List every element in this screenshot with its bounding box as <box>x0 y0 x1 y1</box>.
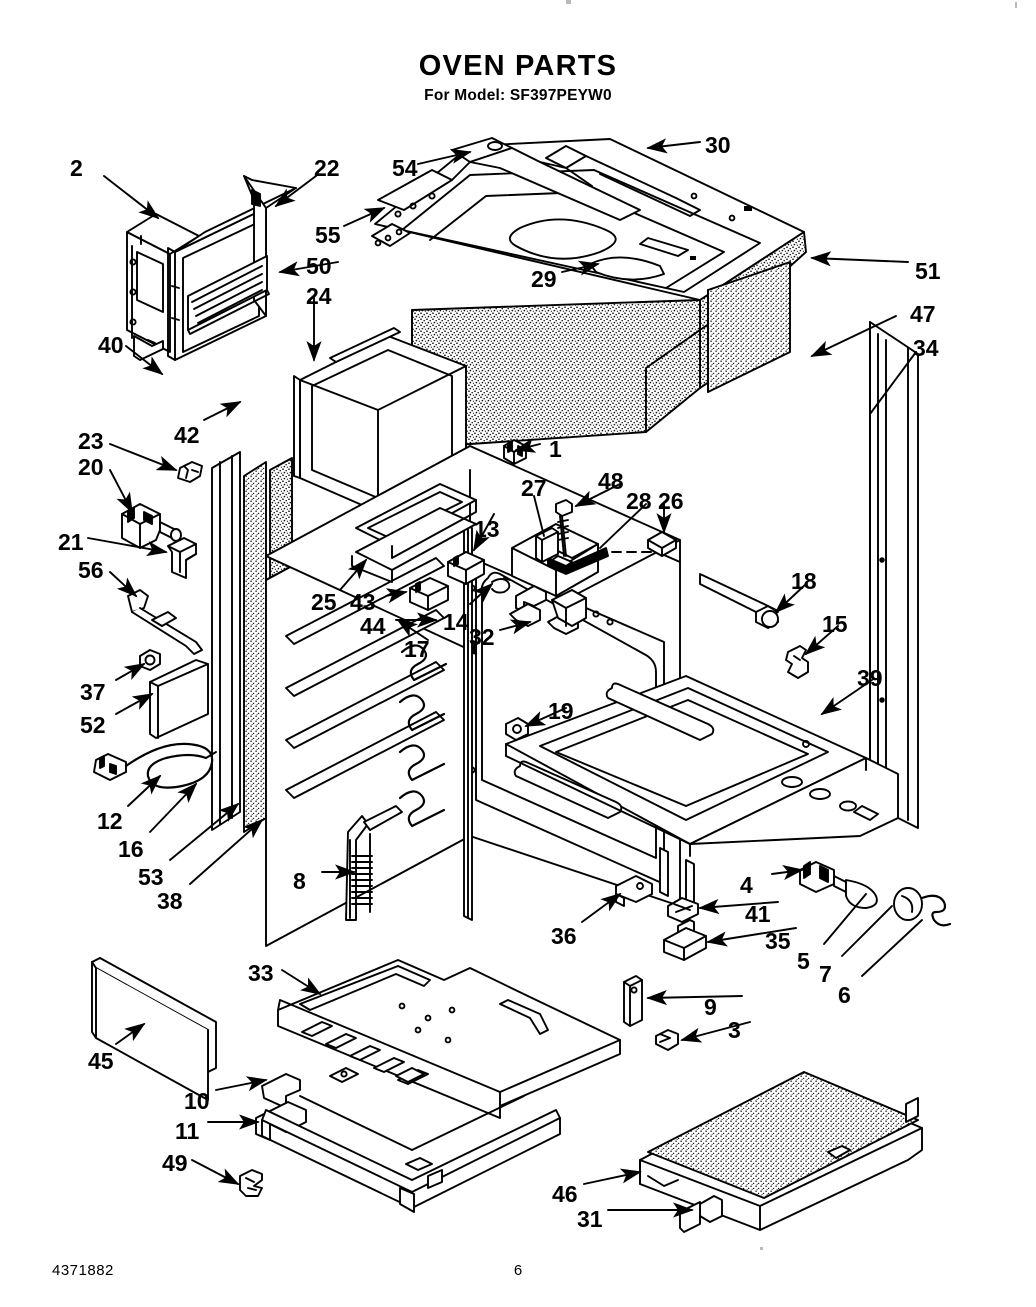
callout-42: 42 <box>174 422 200 448</box>
callout-37: 37 <box>80 679 106 705</box>
callout-55: 55 <box>315 222 341 248</box>
callout-28: 28 <box>626 488 652 514</box>
callout-33: 33 <box>248 960 274 986</box>
callout-3: 3 <box>728 1017 741 1043</box>
callout-19: 19 <box>548 698 574 724</box>
callout-26: 26 <box>658 488 684 514</box>
scan-artifact <box>1015 2 1017 8</box>
callout-1: 1 <box>549 436 562 462</box>
callout-24: 24 <box>306 283 332 309</box>
callout-43: 43 <box>350 589 376 615</box>
callout-35: 35 <box>765 928 791 954</box>
callout-21: 21 <box>58 529 84 555</box>
page-subtitle: For Model: SF397PEYW0 <box>424 87 612 104</box>
callout-27: 27 <box>521 475 547 501</box>
callout-16: 16 <box>118 836 144 862</box>
callout-40: 40 <box>98 332 124 358</box>
callout-52: 52 <box>80 712 106 738</box>
scan-artifact <box>760 1247 763 1250</box>
callout-14: 14 <box>443 609 469 635</box>
callout-20: 20 <box>78 454 104 480</box>
callout-17: 17 <box>404 636 430 662</box>
callout-4: 4 <box>740 872 753 898</box>
callout-47: 47 <box>910 301 936 327</box>
callout-54: 54 <box>392 155 418 181</box>
callout-50: 50 <box>306 253 332 279</box>
callout-6: 6 <box>838 982 851 1008</box>
callout-13: 13 <box>474 516 500 542</box>
callout-23: 23 <box>78 428 104 454</box>
callout-41: 41 <box>745 901 771 927</box>
callout-2: 2 <box>70 155 83 181</box>
callout-18: 18 <box>791 568 817 594</box>
callout-36: 36 <box>551 923 577 949</box>
callout-46: 46 <box>552 1181 578 1207</box>
callout-5: 5 <box>797 948 810 974</box>
callout-44: 44 <box>360 613 386 639</box>
callout-25: 25 <box>311 589 337 615</box>
callout-10: 10 <box>184 1088 210 1114</box>
callout-31: 31 <box>577 1206 603 1232</box>
callout-11: 11 <box>175 1118 200 1144</box>
callout-32: 32 <box>469 624 495 650</box>
callout-34: 34 <box>913 335 939 361</box>
callout-12: 12 <box>97 808 123 834</box>
callout-39: 39 <box>857 665 883 691</box>
callout-30: 30 <box>705 132 731 158</box>
callout-22: 22 <box>314 155 340 181</box>
callout-7: 7 <box>819 961 832 987</box>
callout-15: 15 <box>822 611 848 637</box>
callout-48: 48 <box>598 468 624 494</box>
callout-45: 45 <box>88 1048 114 1074</box>
page-title: OVEN PARTS <box>418 50 618 82</box>
callout-51: 51 <box>915 258 941 284</box>
publication-number: 4371882 <box>52 1262 114 1279</box>
scan-artifact <box>566 0 571 4</box>
callout-38: 38 <box>157 888 183 914</box>
callout-56: 56 <box>78 557 104 583</box>
page-number: 6 <box>513 1262 523 1279</box>
callout-9: 9 <box>704 994 717 1020</box>
callout-29: 29 <box>531 266 557 292</box>
callout-49: 49 <box>162 1150 188 1176</box>
callout-8: 8 <box>293 868 306 894</box>
callout-53: 53 <box>138 864 164 890</box>
